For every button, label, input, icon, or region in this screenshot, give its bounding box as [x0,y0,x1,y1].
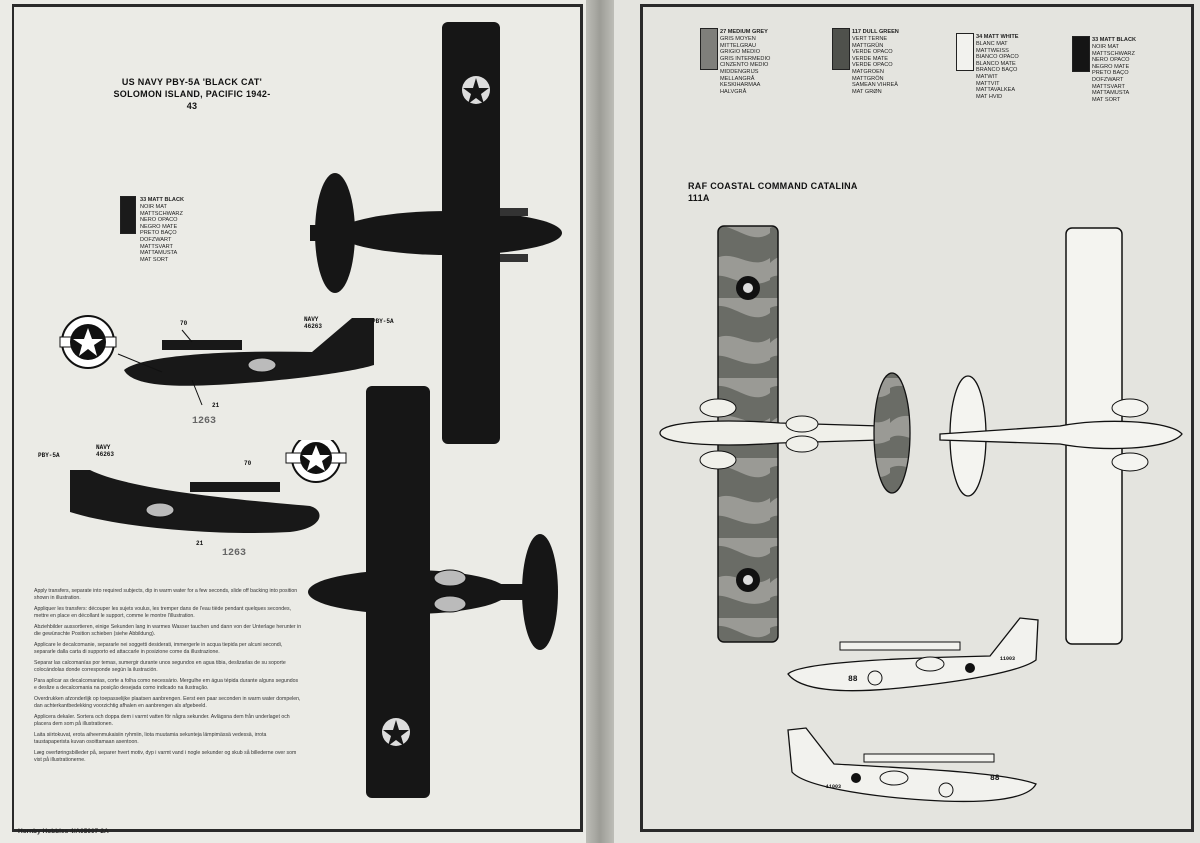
black-cat-underside-view [308,386,558,798]
matt-black-swatch [120,196,136,234]
black-cat-side-view-lower [70,440,347,534]
serial-upper: 1263 [192,416,217,427]
medium-grey-names: GRIS MOYEN MITTELGRAU GRIGIO MEDIO GRIS … [720,36,771,95]
black-cat-side-view-upper [59,315,374,406]
medium-grey-swatch [700,28,718,70]
serial-side-2: 11003 [826,784,842,790]
code-side-1: 88 [848,675,858,684]
matt-black-names-right: NOIR MAT MATTSCHWARZ NERO OPACO NEGRO MA… [1092,44,1135,103]
dull-green-names: VERT TERNE MATTGRÜN VERDE OPACO VERDE MA… [852,36,899,95]
serial-side-1: 11003 [1000,656,1016,662]
usn-title-line-2: SOLOMON ISLAND, PACIFIC 1942-43 [113,89,271,111]
callout-21-lower: 21 [196,540,204,547]
dull-green-code: 117 DULL GREEN [852,29,899,35]
callout-70-lower: 70 [244,460,252,467]
callout-70-upper: 70 [180,320,188,327]
left-page-border [12,4,583,832]
matt-black-code-right: 33 MATT BLACK [1092,37,1137,43]
instruction-es: Separar las calcomanías por temas, sumer… [34,660,286,673]
instruction-sv: Applicera dekaler. Sortera och doppa dem… [34,714,290,727]
right-page-border [640,4,1194,832]
instruction-fr: Appliquer les transfers: découper les su… [34,606,292,619]
catalina-side-view-2 [787,727,1037,803]
matt-black-names: NOIR MAT MATTSCHWARZ NERO OPACO NEGRO MA… [140,204,183,263]
raf-title: RAF COASTAL COMMAND CATALINA 111A [688,181,858,203]
matt-white-swatch [956,33,974,71]
transfer-instructions: Apply transfers, separate into required … [34,588,302,768]
dull-green-swatch [832,28,850,70]
type-marking-upper: PBY-5A [372,318,394,325]
callout-21-upper: 21 [212,402,220,409]
catalina-side-view-1 [787,617,1039,692]
medium-grey-code: 27 MEDIUM GREY [720,29,768,35]
matt-black-swatch-right [1072,36,1090,72]
catalina-top-view [659,225,911,643]
type-marking-lower: PBY-5A [38,452,60,459]
instruction-da: Læg overføringsbilleder på, separer hver… [34,750,297,763]
serial-lower: 1263 [222,548,247,559]
instruction-de: Abziehbilder aussortieren, einige Sekund… [34,624,302,637]
instruction-nl: Overdrukken afzonderlijk op toepasselijk… [34,696,301,709]
matt-white-code: 34 MATT WHITE [976,34,1019,40]
usn-title-line-1: US NAVY PBY-5A 'BLACK CAT' [121,77,263,87]
instruction-pt: Para aplicar as decalcomanias, corte a f… [34,678,299,691]
code-side-2: 88 [990,774,1000,783]
footer-part-number: Hornby Hobbies 4/A05007-2A [18,828,109,835]
matt-black-code: 33 MATT BLACK [140,197,185,203]
instruction-it: Applicare le decalcomanie, separarle nei… [34,642,283,655]
navy-marking-lower: NAVY 46263 [96,444,115,458]
instruction-en: Apply transfers, separate into required … [34,588,298,601]
black-cat-top-view [310,22,562,444]
catalina-underside-view [939,227,1183,645]
page-gutter [586,0,614,843]
instruction-fi: Laita siirtokuvat, erota aiheenmukaisiin… [34,732,267,745]
navy-marking-upper: NAVY 46263 [304,316,323,330]
matt-white-names: BLANC MAT MATTWEISS BIANCO OPACO BLANCO … [976,41,1019,100]
